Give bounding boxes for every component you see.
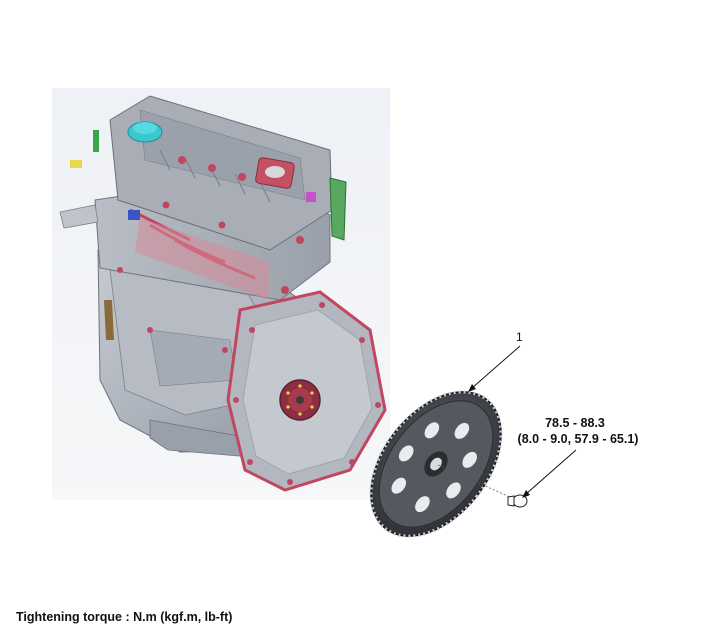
sensor-yellow <box>70 160 82 168</box>
left-bracket <box>59 204 99 229</box>
torque-value-nm: 78.5 - 88.3 <box>545 416 605 430</box>
callout-arrowhead <box>468 384 476 392</box>
torque-value-alt-units: (8.0 - 9.0, 57.9 - 65.1) <box>517 432 639 446</box>
torque-arrowhead <box>522 490 530 498</box>
sensor-magenta <box>306 192 316 202</box>
engine-assembly <box>59 95 387 492</box>
sensor-green <box>93 130 99 152</box>
alignment-line <box>437 464 511 498</box>
sensor-blue <box>128 210 140 220</box>
callout-number: 1 <box>516 330 523 344</box>
torque-leader <box>525 449 577 495</box>
tightening-torque-note: Tightening torque : N.m (kgf.m, lb-ft) <box>16 610 233 624</box>
drive-plate <box>369 390 503 538</box>
lifting-bracket <box>329 177 347 241</box>
callout-leader <box>471 345 521 389</box>
drive-plate-bolt <box>507 494 528 508</box>
red-bolts <box>117 156 304 353</box>
